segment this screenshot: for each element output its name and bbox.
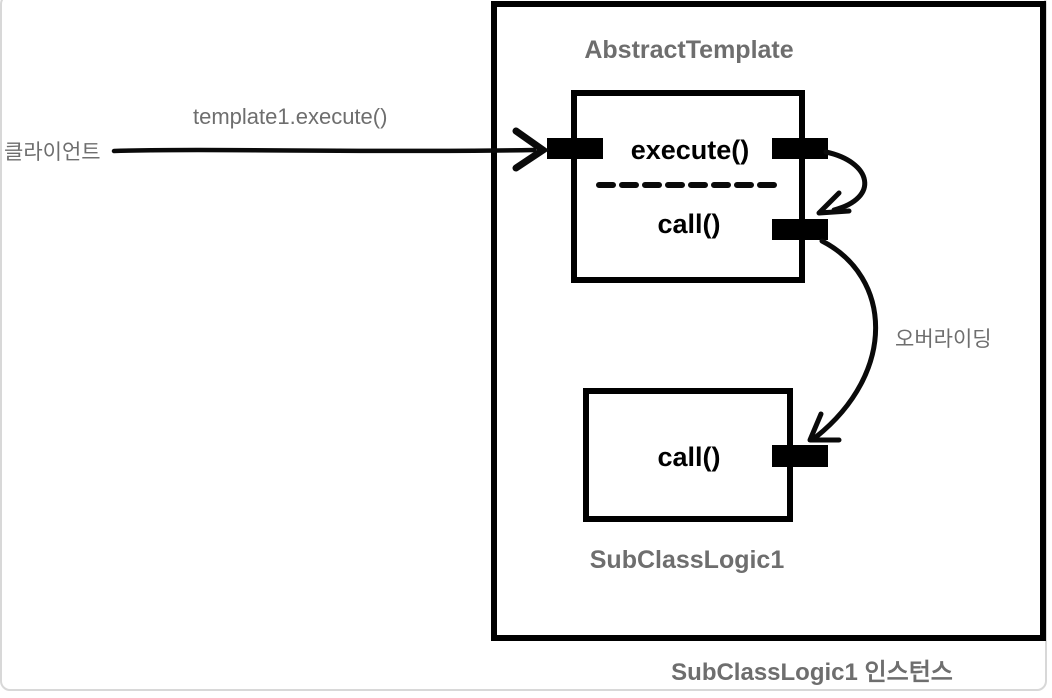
subclass-call-port <box>772 445 828 467</box>
call-entry-port <box>772 219 828 240</box>
execute-method-label: execute() <box>630 135 750 165</box>
instance-label: SubClassLogic1 인스턴스 <box>671 659 953 686</box>
abstract-template-title: AbstractTemplate <box>584 36 794 64</box>
client-label: 클라이언트 <box>4 141 101 164</box>
call-method-label: call() <box>657 209 721 239</box>
override-label: 오버라이딩 <box>895 328 992 351</box>
abstract-template-box <box>571 90 805 283</box>
execute-exit-port <box>772 138 828 159</box>
subclass-title: SubClassLogic1 <box>589 546 785 574</box>
client-entry-port <box>547 138 603 159</box>
invocation-label: template1.execute() <box>193 104 388 129</box>
subclass-call-label: call() <box>657 442 721 472</box>
